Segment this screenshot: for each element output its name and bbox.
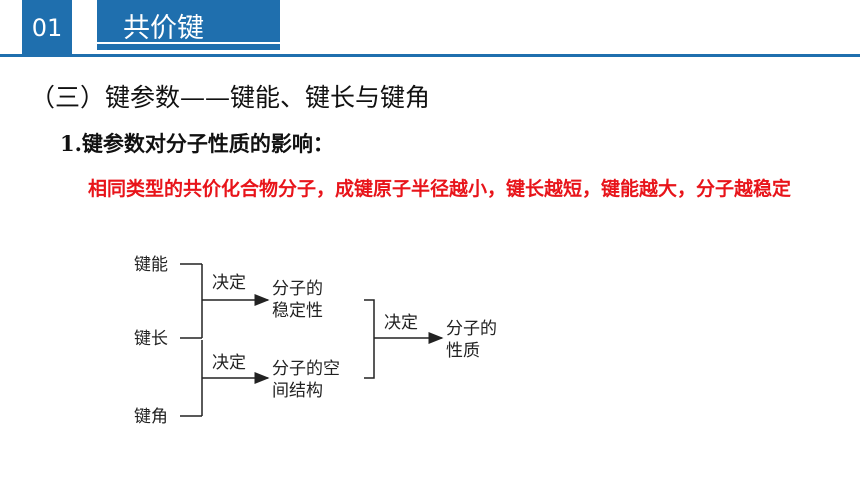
section-number: 01 [31, 14, 63, 42]
section-number-badge: 01 [22, 0, 72, 56]
label-bond-angle: 键角 [134, 407, 168, 427]
title-bar: 共价键 [97, 0, 280, 50]
highlight-conclusion: 相同类型的共价化合物分子，成键原子半径越小，键长越短，键能越大，分子越稳定 [88, 178, 792, 200]
label-bond-length: 键长 [134, 329, 168, 349]
label-determines-upper: 决定 [212, 273, 246, 293]
page-title: 共价键 [123, 12, 204, 44]
section-heading: （三）键参数——键能、键长与键角 [30, 83, 431, 112]
label-structure-line2: 间结构 [272, 381, 323, 401]
bracket-right [364, 299, 375, 379]
label-determines-lower: 决定 [212, 353, 246, 373]
sub-heading: 1.键参数对分子性质的影响： [60, 131, 334, 156]
label-property-line1: 分子的 [446, 319, 497, 339]
header-rule [0, 54, 860, 57]
label-stability-line2: 稳定性 [272, 301, 323, 321]
label-stability-line1: 分子的 [272, 279, 323, 299]
label-property-line2: 性质 [446, 341, 480, 361]
label-bond-energy: 键能 [134, 255, 168, 275]
label-determines-right: 决定 [384, 313, 418, 333]
label-structure-line1: 分子的空 [272, 359, 340, 379]
